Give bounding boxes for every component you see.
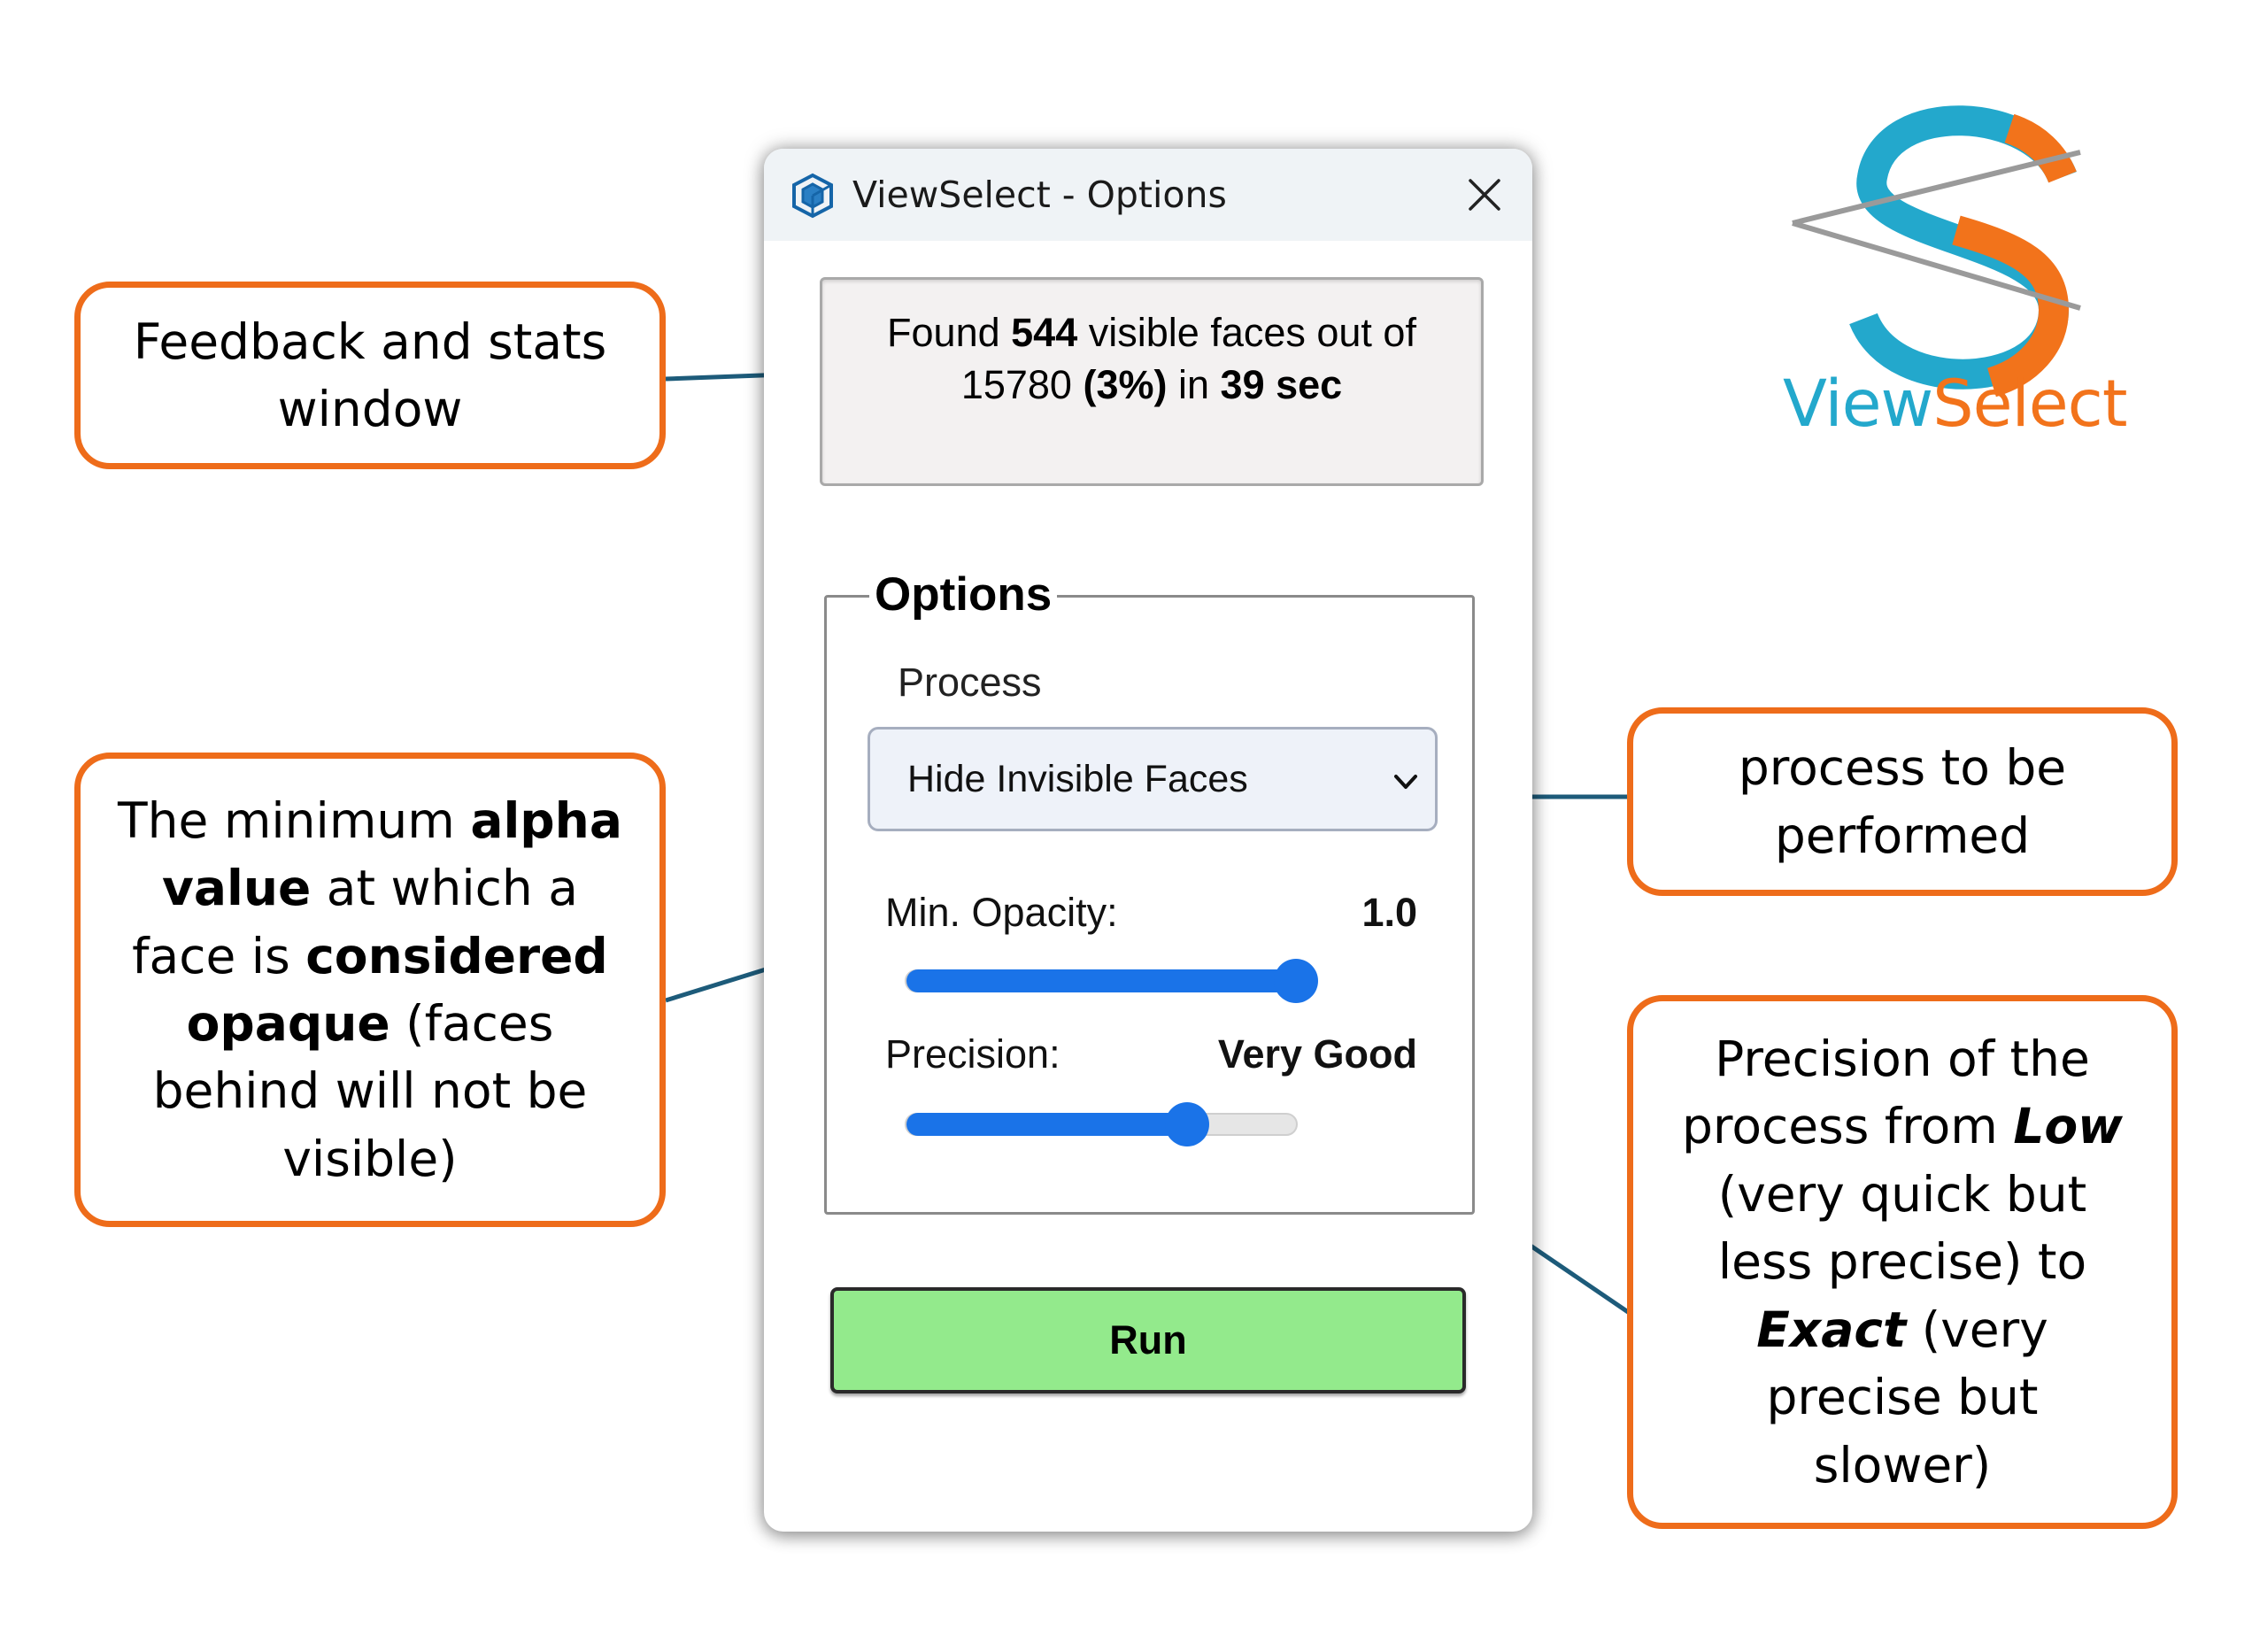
callout-feedback: Feedback and stats window <box>74 282 666 469</box>
callout-line: less precise) to <box>1717 1233 2087 1291</box>
close-button[interactable] <box>1453 163 1516 227</box>
precision-label: Precision: <box>885 1031 1060 1077</box>
precision-slider-fill <box>906 1113 1187 1136</box>
callout-line: process from Low <box>1682 1098 2123 1155</box>
stats-feedback-box: Found 544 visible faces out of 15780 (3%… <box>820 277 1484 486</box>
viewselect-logo <box>1792 105 2081 398</box>
opacity-label: Min. Opacity: <box>885 890 1118 935</box>
callout-line: opaque (faces <box>186 995 554 1052</box>
options-fieldset: Options Process Hide Invisible Faces Min… <box>824 566 1475 1215</box>
logo-wordmark: ViewSelect <box>1783 367 2127 442</box>
opacity-slider-thumb[interactable] <box>1274 959 1318 1003</box>
options-legend: Options <box>869 566 1058 624</box>
callout-line: face is considered <box>132 927 608 984</box>
window-title: ViewSelect - Options <box>852 174 1227 216</box>
opacity-slider-fill <box>906 969 1296 992</box>
callout-text: Feedback and stats <box>133 313 607 370</box>
precision-slider-thumb[interactable] <box>1164 1102 1209 1146</box>
callout-text: process to be <box>1738 739 2067 797</box>
callout-process: process to be performed <box>1627 707 2178 896</box>
precision-value: Very Good <box>1217 1031 1417 1077</box>
process-selected-value: Hide Invisible Faces <box>907 758 1248 800</box>
callout-text: performed <box>1774 807 2031 864</box>
sketchup-icon <box>792 173 833 219</box>
callout-line: Exact (very <box>1756 1301 2048 1358</box>
stats-line-1: Found 544 visible faces out of <box>887 310 1416 355</box>
callout-line: value at which a <box>162 860 578 917</box>
chevron-down-icon <box>1394 775 1417 789</box>
close-icon <box>1469 179 1500 211</box>
callout-line: behind will not be <box>152 1062 588 1120</box>
callout-line: (very quick but <box>1717 1165 2087 1223</box>
callout-line: visible) <box>282 1130 458 1187</box>
precision-slider[interactable] <box>905 1102 1298 1146</box>
callout-line: slower) <box>1813 1436 1992 1494</box>
process-select[interactable]: Hide Invisible Faces <box>868 727 1438 831</box>
callout-text: window <box>277 381 463 437</box>
opacity-value: 1.0 <box>1361 890 1417 935</box>
callout-line: The minimum alpha <box>118 791 622 849</box>
options-dialog: ViewSelect - Options Found 544 visible f… <box>764 149 1532 1532</box>
opacity-slider[interactable] <box>905 959 1318 1003</box>
callout-line: Precision of the <box>1715 1030 2090 1087</box>
stats-line-2: 15780 (3%) in 39 sec <box>960 362 1343 407</box>
callout-line: precise but <box>1766 1369 2039 1426</box>
title-bar[interactable]: ViewSelect - Options <box>764 149 1532 241</box>
run-button[interactable]: Run <box>830 1287 1466 1393</box>
callout-precision: Precision of the process from Low (very … <box>1627 995 2178 1529</box>
callout-alpha: The minimum alpha value at which a face … <box>74 753 666 1227</box>
process-label: Process <box>898 660 1042 705</box>
